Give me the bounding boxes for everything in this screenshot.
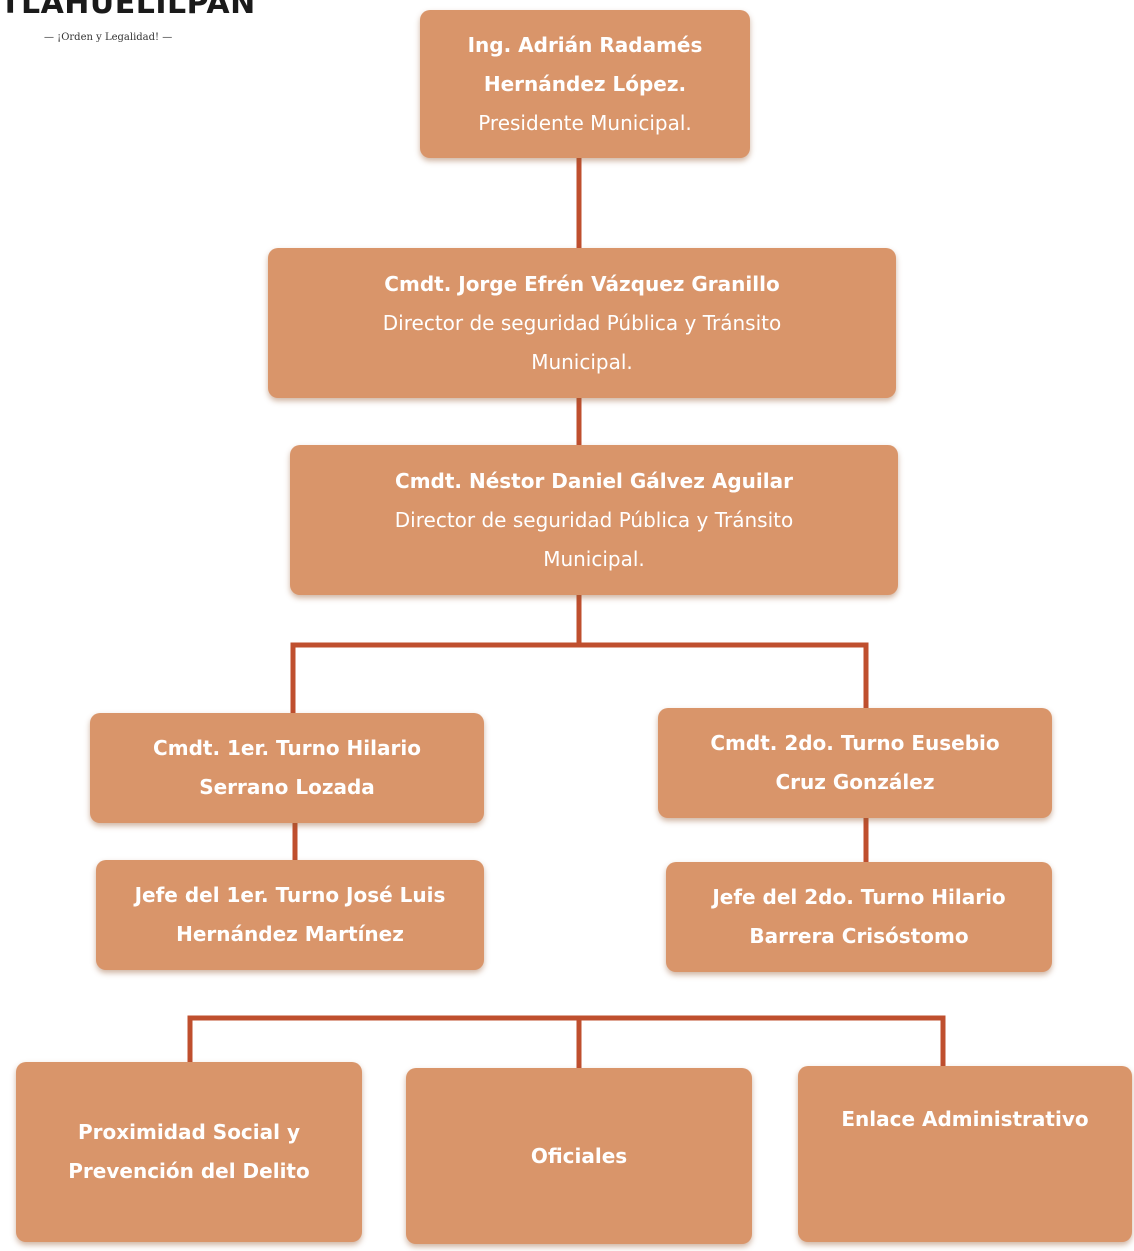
shift-1-commander-name: Cmdt. 1er. Turno Hilario Serrano Lozada [153, 736, 421, 799]
logo-tagline: — ¡Orden y Legalidad! — [44, 32, 173, 43]
director-1-name: Cmdt. Jorge Efrén Vázquez Granillo [384, 271, 780, 296]
unit-proximidad-name: Proximidad Social y Prevención del Delit… [68, 1120, 310, 1183]
shift-1-commander-box: Cmdt. 1er. Turno Hilario Serrano Lozada [90, 713, 484, 823]
tlahuelilpan-logo: TLAHUELILPAN — ¡Orden y Legalidad! — [0, 0, 290, 56]
director-2-role: Director de seguridad Pública y Tránsito… [394, 507, 794, 571]
director-1-box: Cmdt. Jorge Efrén Vázquez Granillo Direc… [268, 248, 896, 398]
president-box: Ing. Adrián Radamés Hernández López. Pre… [420, 10, 750, 158]
unit-enlace-box: Enlace Administrativo [798, 1066, 1132, 1242]
unit-oficiales-box: Oficiales [406, 1068, 752, 1244]
shift-2-chief-box: Jefe del 2do. Turno Hilario Barrera Cris… [666, 862, 1052, 972]
logo-title: TLAHUELILPAN [0, 0, 256, 21]
shift-2-commander-name: Cmdt. 2do. Turno Eusebio Cruz González [710, 731, 1000, 794]
shift-2-commander-box: Cmdt. 2do. Turno Eusebio Cruz González [658, 708, 1052, 818]
shift-1-chief-name: Jefe del 1er. Turno José Luis Hernández … [134, 883, 446, 946]
unit-oficiales-name: Oficiales [530, 1143, 628, 1168]
director-2-name: Cmdt. Néstor Daniel Gálvez Aguilar [395, 468, 793, 493]
president-role: Presidente Municipal. [478, 110, 692, 135]
shift-2-chief-name: Jefe del 2do. Turno Hilario Barrera Cris… [712, 885, 1006, 948]
unit-proximidad-box: Proximidad Social y Prevención del Delit… [16, 1062, 362, 1242]
president-name: Ing. Adrián Radamés Hernández López. [467, 32, 703, 96]
director-1-role: Director de seguridad Pública y Tránsito… [382, 310, 782, 374]
director-2-box: Cmdt. Néstor Daniel Gálvez Aguilar Direc… [290, 445, 898, 595]
unit-enlace-name: Enlace Administrativo [841, 1107, 1089, 1131]
shift-1-chief-box: Jefe del 1er. Turno José Luis Hernández … [96, 860, 484, 970]
